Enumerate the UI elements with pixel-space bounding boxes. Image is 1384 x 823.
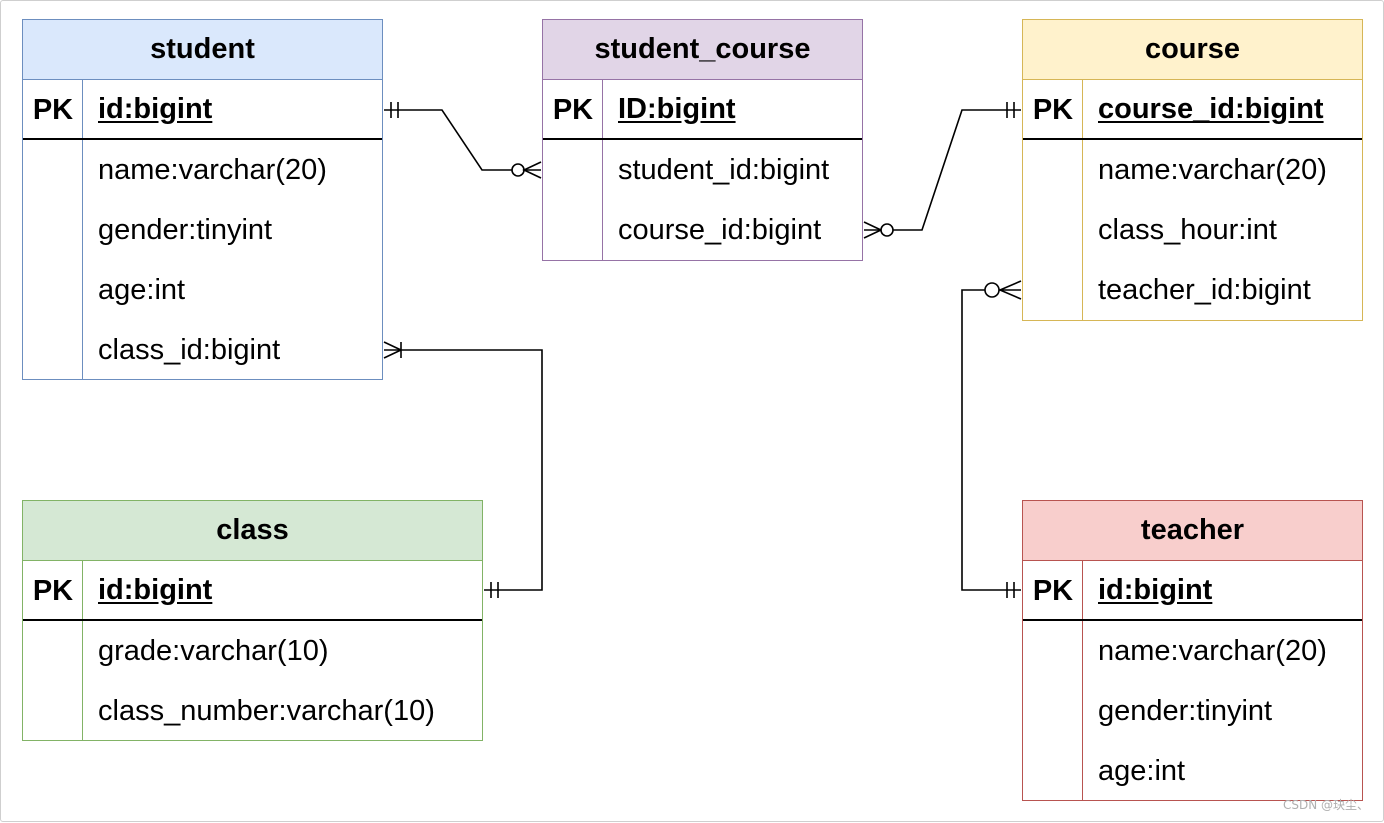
field-name: student_id:bigint [618,153,830,186]
pk-field: course_id:bigint [1098,92,1324,125]
column-divider [82,561,83,740]
field-row[interactable]: teacher_id:bigint [1023,260,1362,320]
field-name: name:varchar(20) [1098,153,1327,186]
field-row[interactable]: class_id:bigint [23,320,382,380]
field-name: course_id:bigint [618,213,822,246]
pk-label: PK [32,93,74,126]
pk-label: PK [32,574,74,607]
rel-student-student-course[interactable] [384,102,542,179]
column-divider [1082,80,1083,320]
field-name: age:int [98,273,186,306]
field-row[interactable]: gender:tinyint [23,200,382,260]
entity-class[interactable]: class PK id:bigint grade:varchar(10) cla… [22,500,483,741]
entity-title: teacher [1023,501,1362,561]
field-row[interactable]: age:int [1023,741,1362,801]
field-row[interactable]: grade:varchar(10) [23,621,482,681]
field-row[interactable]: course_id:bigint [543,200,862,260]
pk-label: PK [1032,93,1074,126]
entity-title: student_course [543,20,862,80]
field-row[interactable]: name:varchar(20) [1023,140,1362,200]
field-name: teacher_id:bigint [1098,273,1311,306]
column-divider [82,80,83,379]
field-name: class_hour:int [1098,213,1277,246]
field-row[interactable]: gender:tinyint [1023,681,1362,741]
field-name: grade:varchar(10) [98,634,329,667]
field-row[interactable]: student_id:bigint [543,140,862,200]
entity-title: course [1023,20,1362,80]
entity-student[interactable]: student PK id:bigint name:varchar(20) ge… [22,19,383,380]
watermark: CSDN @玦尘、 [1282,798,1369,812]
rel-student-course-course[interactable] [863,102,1021,239]
field-row[interactable]: name:varchar(20) [1023,621,1362,681]
field-row[interactable]: age:int [23,260,382,320]
column-divider [1082,561,1083,800]
field-row[interactable]: class_number:varchar(10) [23,681,482,741]
pk-row[interactable]: PK id:bigint [23,80,382,140]
field-row[interactable]: name:varchar(20) [23,140,382,200]
field-name: age:int [1098,754,1186,787]
column-divider [602,80,603,260]
field-name: class_id:bigint [98,333,281,366]
pk-row[interactable]: PK course_id:bigint [1023,80,1362,140]
field-name: name:varchar(20) [98,153,327,186]
pk-label: PK [1032,574,1074,607]
field-name: gender:tinyint [1098,694,1273,727]
entity-teacher[interactable]: teacher PK id:bigint name:varchar(20) ge… [1022,500,1363,801]
entity-title: class [23,501,482,561]
pk-field: id:bigint [1098,573,1213,606]
entity-title: student [23,20,382,80]
rel-class-student[interactable] [383,341,543,598]
entity-course[interactable]: course PK course_id:bigint name:varchar(… [1022,19,1363,321]
field-name: name:varchar(20) [1098,634,1327,667]
pk-row[interactable]: PK id:bigint [1023,561,1362,621]
pk-field: id:bigint [98,573,213,606]
field-name: gender:tinyint [98,213,273,246]
pk-label: PK [552,93,594,126]
pk-field: ID:bigint [618,92,736,125]
pk-row[interactable]: PK id:bigint [23,561,482,621]
field-row[interactable]: class_hour:int [1023,200,1362,260]
pk-field: id:bigint [98,92,213,125]
entity-student-course[interactable]: student_course PK ID:bigint student_id:b… [542,19,863,261]
rel-teacher-course[interactable] [961,280,1022,598]
pk-row[interactable]: PK ID:bigint [543,80,862,140]
field-name: class_number:varchar(10) [98,694,435,727]
